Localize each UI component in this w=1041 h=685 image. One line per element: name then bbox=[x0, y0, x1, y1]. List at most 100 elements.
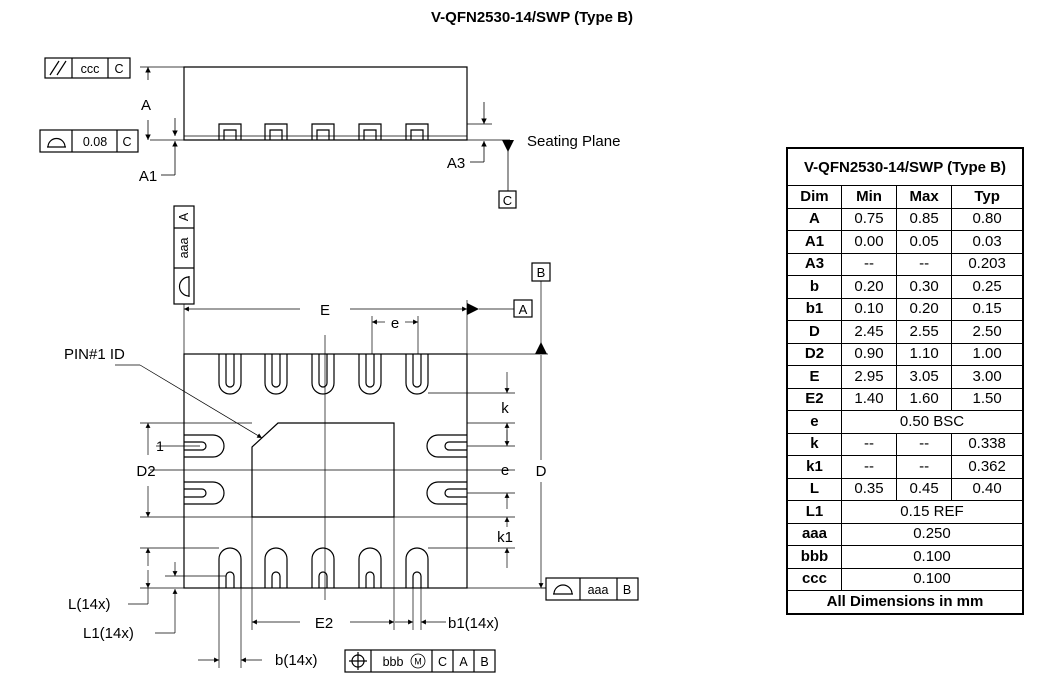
table-row: k1----0.362 bbox=[786, 455, 1024, 479]
cell-dim: A bbox=[786, 207, 842, 231]
cell-dim: bbb bbox=[786, 545, 842, 569]
cell-span-value: 0.100 bbox=[840, 567, 1024, 591]
ccc-tolerance-label: ccc bbox=[81, 62, 100, 76]
dim-a-label: A bbox=[141, 97, 151, 114]
cell-max: 2.55 bbox=[896, 320, 953, 344]
bbb-datum-1-label: C bbox=[438, 655, 447, 669]
ccc-datum-label: C bbox=[114, 62, 123, 76]
header-dim: Dim bbox=[786, 185, 842, 209]
cell-min: 0.35 bbox=[840, 477, 898, 501]
bottom-pads bbox=[218, 547, 429, 588]
bbb-datum-2-label: A bbox=[459, 655, 468, 669]
cell-max: 0.20 bbox=[896, 297, 953, 321]
datum-a-label: A bbox=[519, 302, 528, 317]
table-row: A3----0.203 bbox=[786, 252, 1024, 276]
table-row: k----0.338 bbox=[786, 432, 1024, 456]
table-header-row: Dim Min Max Typ bbox=[786, 185, 1024, 209]
cell-dim: b1 bbox=[786, 297, 842, 321]
cell-max: 1.60 bbox=[896, 387, 953, 411]
cell-typ: 3.00 bbox=[951, 365, 1024, 389]
dim-a1-label: A1 bbox=[139, 168, 157, 185]
cell-dim: aaa bbox=[786, 522, 842, 546]
cell-max: -- bbox=[896, 432, 953, 456]
cell-dim: A1 bbox=[786, 230, 842, 254]
cell-min: -- bbox=[840, 455, 898, 479]
datum-c-label: C bbox=[503, 193, 512, 208]
bbb-modifier-label: M bbox=[414, 657, 422, 667]
header-typ: Typ bbox=[951, 185, 1024, 209]
dimension-table: V-QFN2530-14/SWP (Type B) Dim Min Max Ty… bbox=[786, 147, 1024, 615]
cell-dim: k bbox=[786, 432, 842, 456]
bbb-datum-3-label: B bbox=[480, 655, 488, 669]
cell-span-value: 0.250 bbox=[840, 522, 1024, 546]
dim-a3-label: A3 bbox=[447, 155, 465, 172]
cell-dim: L bbox=[786, 477, 842, 501]
profile-tolerance-label: 0.08 bbox=[83, 135, 107, 149]
table-caption-row: V-QFN2530-14/SWP (Type B) bbox=[786, 147, 1024, 186]
left-side-pads bbox=[184, 434, 225, 505]
cell-min: 2.45 bbox=[840, 320, 898, 344]
cell-max: 3.05 bbox=[896, 365, 953, 389]
cell-typ: 0.338 bbox=[951, 432, 1024, 456]
seating-plane-label: Seating Plane bbox=[527, 133, 620, 150]
dim-d2-label: D2 bbox=[136, 463, 155, 480]
header-max: Max bbox=[896, 185, 953, 209]
dim-l-label: L(14x) bbox=[68, 596, 111, 613]
dim-e-pitch-label: e bbox=[391, 315, 399, 332]
table-caption: V-QFN2530-14/SWP (Type B) bbox=[786, 147, 1024, 186]
top-pads bbox=[218, 354, 429, 395]
cell-dim: L1 bbox=[786, 500, 842, 524]
table-footer-row: All Dimensions in mm bbox=[786, 590, 1024, 614]
cell-typ: 1.00 bbox=[951, 342, 1024, 366]
cell-min: -- bbox=[840, 432, 898, 456]
pin1-number-label: 1 bbox=[156, 438, 164, 454]
cell-max: 0.45 bbox=[896, 477, 953, 501]
cell-dim: k1 bbox=[786, 455, 842, 479]
side-view bbox=[39, 57, 517, 209]
cell-max: 1.10 bbox=[896, 342, 953, 366]
cell-min: 0.20 bbox=[840, 275, 898, 299]
cell-typ: 0.03 bbox=[951, 230, 1024, 254]
page-title: V-QFN2530-14/SWP (Type B) bbox=[431, 9, 633, 26]
cell-typ: 0.80 bbox=[951, 207, 1024, 231]
cell-dim: D bbox=[786, 320, 842, 344]
dim-e-label: E bbox=[320, 302, 330, 319]
pin1-id-label: PIN#1 ID bbox=[64, 346, 125, 363]
cell-typ: 2.50 bbox=[951, 320, 1024, 344]
profile-datum-label: C bbox=[122, 135, 131, 149]
cell-dim: e bbox=[786, 410, 842, 434]
dim-e-side-label: e bbox=[501, 462, 509, 479]
cell-min: 0.00 bbox=[840, 230, 898, 254]
cell-min: 0.75 bbox=[840, 207, 898, 231]
datum-b-label: B bbox=[537, 265, 546, 280]
cell-dim: E2 bbox=[786, 387, 842, 411]
aaa-vertical-tolerance-label: aaa bbox=[177, 238, 191, 259]
cell-dim: D2 bbox=[786, 342, 842, 366]
cell-typ: 0.40 bbox=[951, 477, 1024, 501]
dim-b1-label: b1(14x) bbox=[448, 615, 499, 632]
cell-max: -- bbox=[896, 252, 953, 276]
cell-max: -- bbox=[896, 455, 953, 479]
aaa-vertical-datum-label: A bbox=[177, 212, 191, 221]
cell-span-value: 0.100 bbox=[840, 545, 1024, 569]
cell-span-value: 0.15 REF bbox=[840, 500, 1024, 524]
bbb-tolerance-label: bbb bbox=[383, 655, 404, 669]
dim-l1-label: L1(14x) bbox=[83, 625, 134, 642]
cell-typ: 0.203 bbox=[951, 252, 1024, 276]
cell-min: 1.40 bbox=[840, 387, 898, 411]
cell-dim: A3 bbox=[786, 252, 842, 276]
